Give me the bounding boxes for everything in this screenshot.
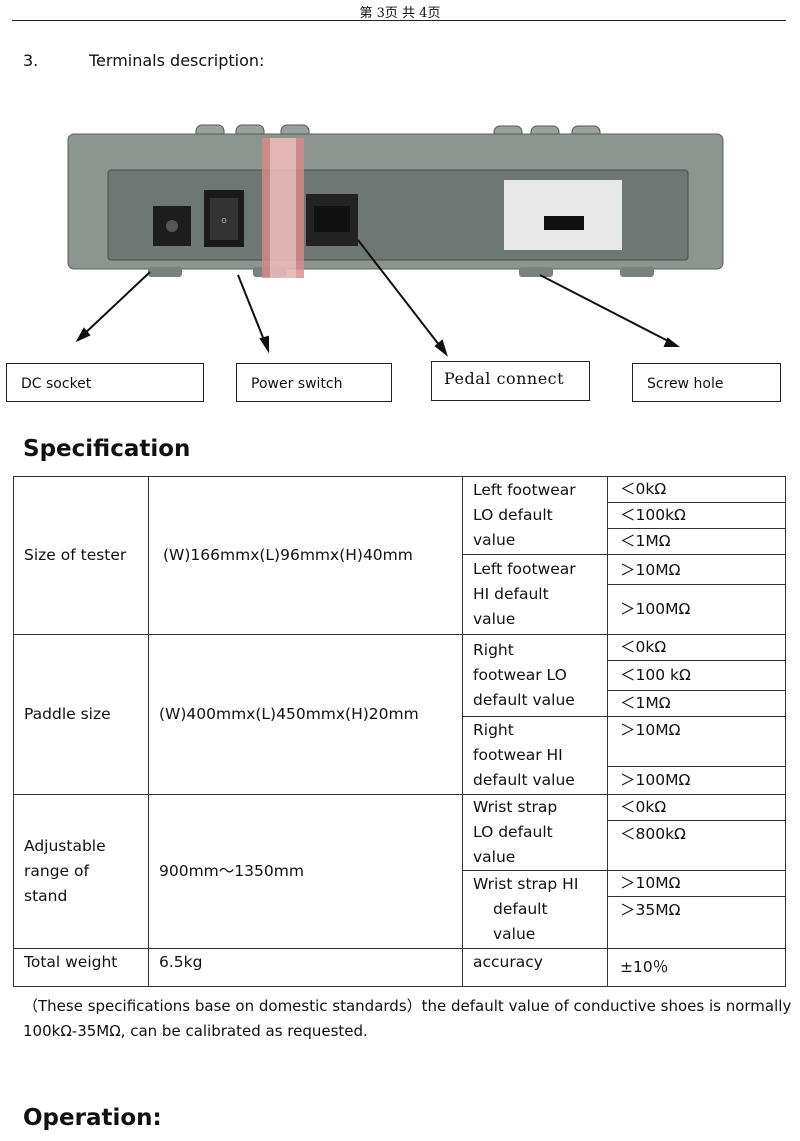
spec-criterion: Wrist strap HI default value [462,870,608,949]
spec-threshold: ±10％ [607,948,786,987]
table-row: Size of tester (W)166mmx(L)96mmx(H)40mm … [13,476,786,635]
criterion-line: default [493,900,548,918]
item-line: Adjustable [24,837,106,855]
spec-threshold: ＞10MΩ [607,870,786,897]
spec-item: Paddle size [13,634,149,795]
criterion-line: default value [473,771,575,789]
criterion-line: Right [473,721,514,739]
callout-screw-hole: Screw hole [632,363,781,402]
callout-power-switch: Power switch [236,363,392,402]
criterion-line: HI default [473,585,549,603]
page-header: 第 3页 共 4页 [359,6,441,21]
header-rule [12,20,786,21]
callout-pedal-connect: Pedal connect [431,361,590,401]
criterion-line: footwear LO [473,666,567,684]
spec-threshold: ＜1MΩ [607,690,786,717]
criterion-line: Left footwear [473,481,576,499]
item-line: range of [24,862,89,880]
spec-threshold: ＜100 kΩ [607,660,786,691]
criterion-line: value [473,848,516,866]
table-row: Paddle size (W)400mmx(L)450mmx(H)20mm Ri… [13,634,786,795]
spec-item: Size of tester [13,476,149,635]
table-row: ＜800kΩ [14,820,786,871]
spec-threshold: ＜0kΩ [607,794,786,821]
table-row: Right footwear HI default value ＞10MΩ [14,716,786,795]
criterion-line: Right [473,641,514,659]
criterion-line: value [473,610,516,628]
criterion-line: value [493,925,536,943]
spec-value: 6.5kg [148,948,463,987]
spec-threshold: ＞100MΩ [607,766,786,795]
spec-threshold: ＞10MΩ [607,716,786,767]
table-row: ＞100MΩ [14,584,786,635]
spec-threshold: ＜100kΩ [607,502,786,529]
section-title: Terminals description: [89,51,265,70]
table-row: Wrist strap HI default value ＞10MΩ [14,870,786,949]
spec-criterion: Right footwear LO default value [462,634,608,717]
callout-label: DC socket [21,376,92,392]
callout-label: Screw hole [647,376,724,392]
spec-criterion: accuracy [462,948,608,987]
section-number: 3. [23,51,39,70]
spec-criterion: Right footwear HI default value [462,716,608,795]
spec-threshold: ＞100MΩ [607,584,786,635]
spec-threshold: ＞35MΩ [607,896,786,949]
criterion-line: default value [473,691,575,709]
operation-title: Operation: [23,1105,162,1131]
svg-text:o: o [221,216,227,226]
criterion-line: Wrist strap [473,798,558,816]
spec-value: (W)400mmx(L)450mmx(H)20mm [148,634,463,795]
criterion-line: footwear HI [473,746,563,764]
criterion-line: LO default [473,823,553,841]
spec-table: Size of tester (W)166mmx(L)96mmx(H)40mm … [13,476,786,987]
spec-title: Specification [23,436,191,462]
spec-item: Adjustable range of stand [13,794,149,949]
warranty-sticker [262,138,304,278]
callout-label: Pedal connect [444,369,565,388]
criterion-line: value [473,531,516,549]
device-photo: o [67,124,724,357]
table-row: Total weight 6.5kg accuracy ±10％ [13,948,786,987]
table-row: Left footwear HI default value ＞10MΩ [14,554,786,635]
spec-note: （These specifications base on domestic s… [23,997,792,1040]
table-row: ＜100kΩ [14,502,786,529]
spec-criterion: Wrist strap LO default value [462,794,608,871]
spec-threshold: ＜1MΩ [607,528,786,555]
spec-threshold: ＜0kΩ [607,476,786,503]
item-line: stand [24,887,68,905]
dc-socket-icon [153,206,191,246]
criterion-line: LO default [473,506,553,524]
spec-threshold: ＞10MΩ [607,554,786,585]
table-row: ＜1MΩ [14,528,786,555]
spec-threshold: ＜800kΩ [607,820,786,871]
criterion-line: Wrist strap HI [473,875,579,893]
table-row: ＜1MΩ [14,690,786,717]
spec-criterion: Left footwear LO default value [462,476,608,555]
table-row: ＞100MΩ [14,766,786,795]
pedal-jack-icon [306,194,358,246]
spec-threshold: ＜0kΩ [607,634,786,661]
spec-item: Total weight [13,948,149,987]
switch-label-plate [504,180,622,250]
power-switch-icon: o [204,190,244,247]
table-row: Adjustable range of stand 900mm～1350mm W… [13,794,786,949]
table-row: ＜100 kΩ [14,660,786,691]
spec-criterion: Left footwear HI default value [462,554,608,635]
spec-value: (W)166mmx(L)96mmx(H)40mm [148,476,463,635]
callout-arrows [75,239,680,357]
callout-label: Power switch [251,376,343,392]
criterion-line: Left footwear [473,560,576,578]
spec-value: 900mm～1350mm [148,794,463,949]
callout-dc-socket: DC socket [6,363,204,402]
